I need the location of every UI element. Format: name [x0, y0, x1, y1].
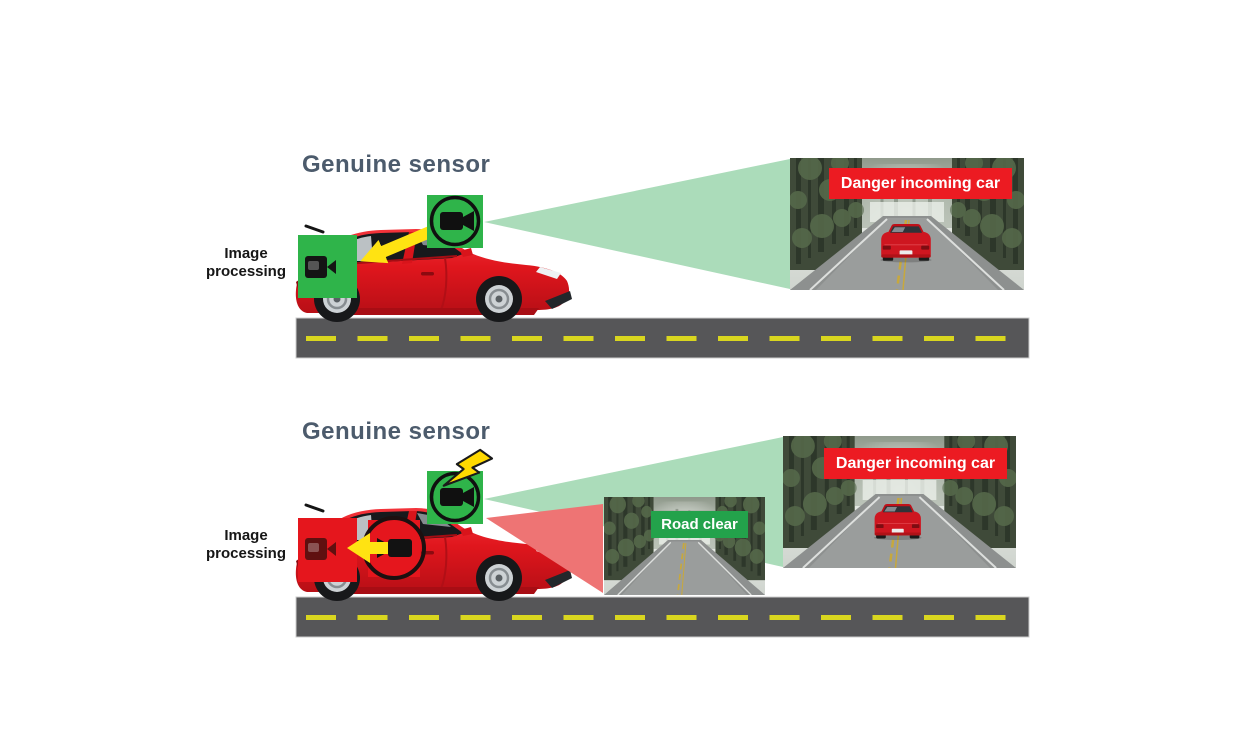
arrow-left-icon	[347, 533, 388, 563]
lightning-bolt-icon	[442, 448, 494, 487]
image-processing-label-bottom: Image processing	[205, 527, 287, 562]
danger-banner-top: Danger incoming car	[829, 168, 1012, 199]
image-processing-label-top: Image processing	[205, 245, 287, 280]
camera-sensor-top	[425, 193, 485, 250]
camera-view-cone-top	[484, 159, 790, 289]
road-clear-banner: Road clear	[651, 511, 748, 538]
panel-top-graphics	[296, 159, 1029, 358]
danger-banner-bottom: Danger incoming car	[824, 448, 1007, 479]
panel-title-top: Genuine sensor	[302, 151, 491, 178]
road-bottom	[296, 597, 1029, 637]
road-top	[296, 318, 1029, 358]
panel-title-bottom: Genuine sensor	[302, 418, 491, 445]
injected-view-cone	[486, 504, 603, 593]
